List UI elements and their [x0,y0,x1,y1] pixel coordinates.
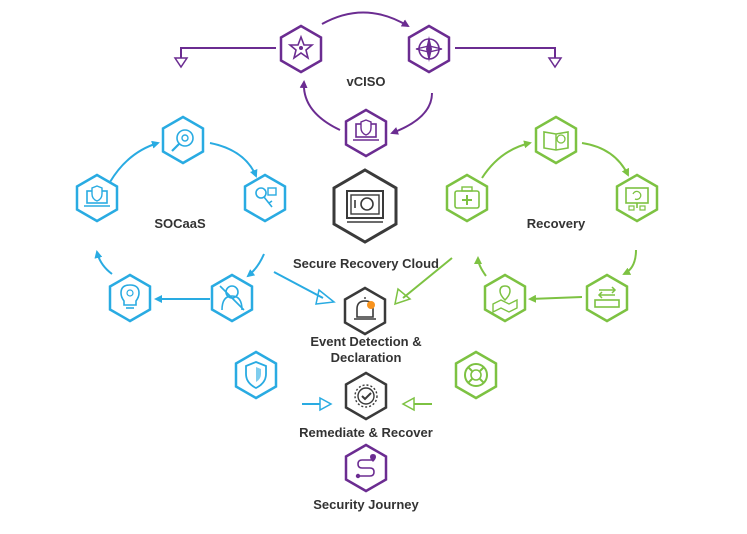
event-detection-label-line2: Declaration [331,350,402,365]
socaas-arrow-2 [209,142,258,178]
recovery-to-event-line [402,257,453,299]
magnifier-gear-icon [161,115,205,165]
socaas-cycle [94,140,336,305]
secure-recovery-cloud-label: Secure Recovery Cloud [293,256,439,271]
event-detection-label-line1: Event Detection & [310,334,421,349]
socaas-arrow-1 [109,140,160,183]
vciso-left-branch [180,47,276,58]
shield-icon [234,350,278,400]
remediate-side-arrows [302,396,432,412]
lightbulb-icon [108,273,152,323]
recovery-label: Recovery [527,216,586,231]
vciso-right-arrowhead [547,57,563,69]
recovery-to-event-arrowhead [394,287,412,306]
recovery-cycle [394,140,637,306]
socaas-label: SOCaaS [154,216,206,231]
hand-map-icon [483,273,527,323]
recovery-arrow-4 [528,294,583,303]
blue-side-arrowhead [319,396,333,412]
compass-icon [407,24,451,74]
recovery-arrow-2 [581,142,629,177]
socaas-to-event-line [273,271,324,299]
checkmark-badge-icon [344,371,388,421]
vciso-arrow-right [390,92,433,135]
security-journey-label: Security Journey [313,497,419,512]
vciso-label: vCISO [346,74,385,89]
recovery-arrow-5 [474,256,487,277]
first-aid-kit-icon [445,173,489,223]
recovery-arrow-1 [481,140,532,179]
book-clock-icon [534,115,578,165]
socaas-laptop-shield-icon [75,173,119,223]
hacker-icon [210,273,254,323]
vciso-arrow-top [321,11,410,28]
laptop-shield-icon [344,108,388,158]
star-person-icon [279,24,323,74]
vciso-arrow-left [299,80,341,131]
remediate-recover-label: Remediate & Recover [299,425,433,440]
green-side-arrowhead [401,396,415,412]
vciso-right-branch [455,47,556,58]
server-transfer-icon [585,273,629,323]
route-map-icon [344,443,388,493]
socaas-to-event-arrowhead [315,288,336,305]
vault-icon [332,168,398,244]
vciso-left-arrowhead [173,57,189,69]
socaas-arrow-5 [94,250,113,275]
recovery-arrow-3 [622,249,637,275]
bell-alarm-icon [343,286,387,336]
vciso-cycle [173,11,563,135]
key-lock-icon [243,173,287,223]
socaas-arrow-3 [246,253,265,278]
monitor-workflow-icon [615,173,659,223]
lifebuoy-icon [454,350,498,400]
